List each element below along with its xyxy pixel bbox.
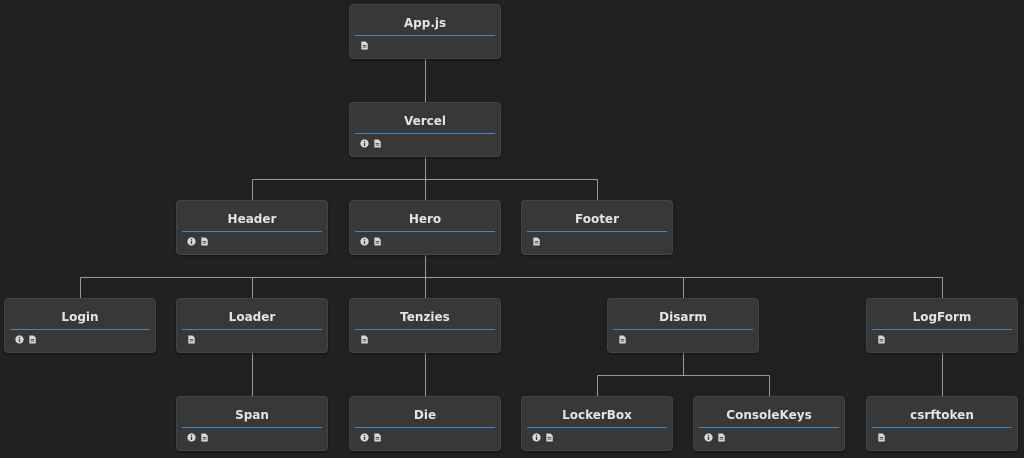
node-title: Footer <box>575 212 619 226</box>
info-icon[interactable] <box>360 433 369 442</box>
node-icon-row <box>360 139 382 148</box>
node-separator <box>10 329 150 330</box>
node-icon-row <box>618 335 627 344</box>
info-icon[interactable] <box>704 433 713 442</box>
node-span[interactable]: Span <box>176 396 328 451</box>
node-loader[interactable]: Loader <box>176 298 328 353</box>
file-icon[interactable] <box>373 139 382 148</box>
file-icon[interactable] <box>373 237 382 246</box>
node-separator <box>182 329 322 330</box>
node-separator <box>182 231 322 232</box>
file-icon[interactable] <box>200 433 209 442</box>
node-icon-row <box>877 433 886 442</box>
info-icon[interactable] <box>15 335 24 344</box>
node-title: LockerBox <box>562 408 632 422</box>
node-icon-row <box>877 335 886 344</box>
node-separator <box>355 133 495 134</box>
node-icon-row <box>187 237 209 246</box>
node-icon-row <box>532 237 541 246</box>
node-separator <box>527 427 667 428</box>
node-separator <box>182 427 322 428</box>
node-title: ConsoleKeys <box>726 408 812 422</box>
node-icon-row <box>704 433 726 442</box>
node-separator <box>872 427 1012 428</box>
node-login[interactable]: Login <box>4 298 156 353</box>
file-icon[interactable] <box>28 335 37 344</box>
file-icon[interactable] <box>532 237 541 246</box>
node-app[interactable]: App.js <box>349 4 501 59</box>
file-icon[interactable] <box>877 335 886 344</box>
node-icon-row <box>360 237 382 246</box>
node-title: Span <box>235 408 269 422</box>
node-icon-row <box>187 433 209 442</box>
node-icon-row <box>187 335 196 344</box>
file-icon[interactable] <box>545 433 554 442</box>
node-title: Die <box>413 408 437 422</box>
node-title: Disarm <box>659 310 707 324</box>
node-icon-row <box>360 335 369 344</box>
file-icon[interactable] <box>373 433 382 442</box>
file-icon[interactable] <box>877 433 886 442</box>
node-separator <box>527 231 667 232</box>
node-lockerbox[interactable]: LockerBox <box>521 396 673 451</box>
file-icon[interactable] <box>187 335 196 344</box>
node-csrftoken[interactable]: csrftoken <box>866 396 1018 451</box>
node-footer[interactable]: Footer <box>521 200 673 255</box>
node-title: LogForm <box>912 310 972 324</box>
file-icon[interactable] <box>717 433 726 442</box>
node-separator <box>355 329 495 330</box>
node-vercel[interactable]: Vercel <box>349 102 501 157</box>
node-header[interactable]: Header <box>176 200 328 255</box>
node-title: Header <box>227 212 277 226</box>
node-title: Vercel <box>403 114 447 128</box>
node-separator <box>355 35 495 36</box>
node-icon-row <box>360 433 382 442</box>
node-logform[interactable]: LogForm <box>866 298 1018 353</box>
node-separator <box>699 427 839 428</box>
node-title: Loader <box>228 310 276 324</box>
node-icon-row <box>532 433 554 442</box>
node-separator <box>872 329 1012 330</box>
info-icon[interactable] <box>187 237 196 246</box>
node-separator <box>355 427 495 428</box>
node-icon-row <box>360 41 369 50</box>
node-title: Tenzies <box>400 310 450 324</box>
node-icon-row <box>15 335 37 344</box>
info-icon[interactable] <box>532 433 541 442</box>
info-icon[interactable] <box>360 139 369 148</box>
node-hero[interactable]: Hero <box>349 200 501 255</box>
info-icon[interactable] <box>187 433 196 442</box>
node-die[interactable]: Die <box>349 396 501 451</box>
node-disarm[interactable]: Disarm <box>607 298 759 353</box>
info-icon[interactable] <box>360 237 369 246</box>
file-icon[interactable] <box>618 335 627 344</box>
node-separator <box>613 329 753 330</box>
node-tenzies[interactable]: Tenzies <box>349 298 501 353</box>
file-icon[interactable] <box>200 237 209 246</box>
node-title: App.js <box>403 16 447 30</box>
node-title: Hero <box>408 212 442 226</box>
node-title: Login <box>61 310 99 324</box>
file-icon[interactable] <box>360 335 369 344</box>
node-separator <box>355 231 495 232</box>
node-consolekeys[interactable]: ConsoleKeys <box>693 396 845 451</box>
file-icon[interactable] <box>360 41 369 50</box>
node-title: csrftoken <box>910 408 974 422</box>
